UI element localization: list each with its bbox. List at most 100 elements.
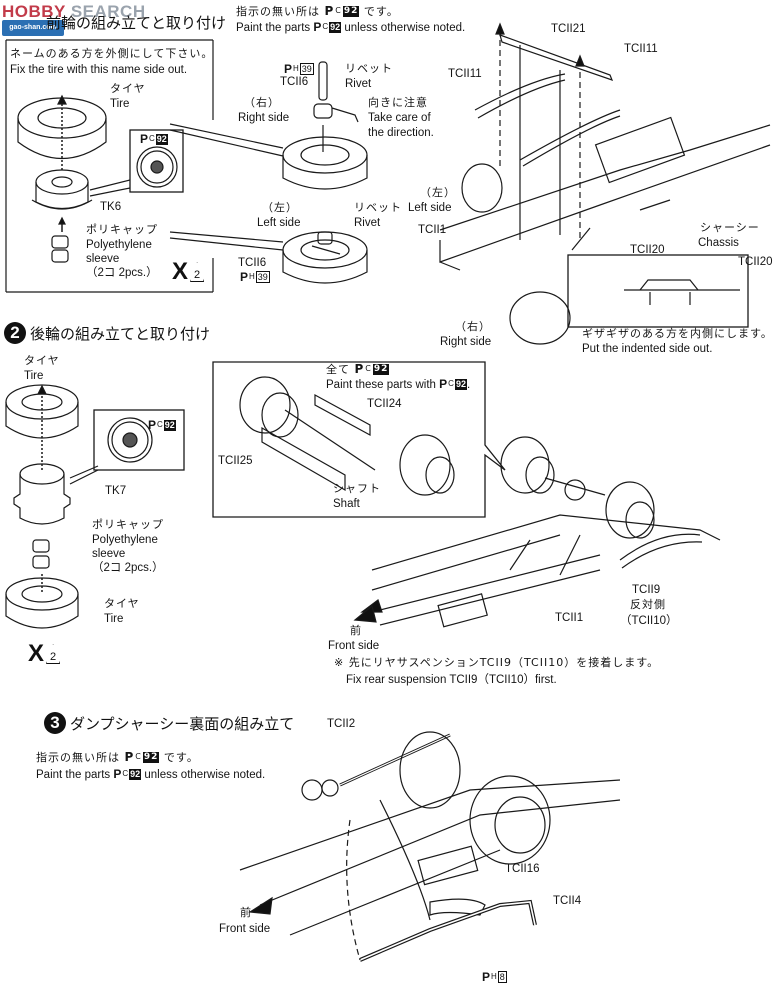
part-tk6: TK6 — [100, 201, 122, 213]
chassis-detail-inset — [567, 254, 749, 328]
part-tcii10: （TCII10） — [620, 615, 678, 627]
polycap-label-jp: ポリキャップ — [86, 223, 158, 236]
caution-en-1: Take care of — [368, 112, 431, 124]
front-en-2: Front side — [328, 640, 380, 652]
part-tcii25: TCII25 — [218, 455, 253, 467]
part-tcii9: TCII9 — [632, 584, 661, 596]
rear-polycap-jp: ポリキャップ — [92, 518, 164, 531]
chassis-detail-jp: シャーシー — [700, 221, 760, 234]
front-tire-illustration — [17, 94, 107, 170]
part-tcii1-rear: TCII1 — [555, 612, 584, 624]
polycap-qty: （2コ 2pcs.） — [86, 267, 158, 279]
chassis-right-en: Right side — [440, 336, 492, 348]
suspension-note-en: Fix rear suspension TCII9（TCII10）first. — [346, 674, 557, 686]
part-tcii16: TCII16 — [505, 863, 540, 875]
front-chassis-illustration — [439, 22, 771, 345]
chassis-left-jp: （左） — [420, 186, 456, 199]
polycap-label-en-1: Polyethylene — [86, 239, 152, 251]
part-tcii4: TCII4 — [553, 895, 582, 907]
rear-tire-bottom-illustration — [5, 574, 79, 629]
rear-tire-bottom-en: Tire — [104, 613, 124, 625]
part-tcii20-detail: TCII20 — [738, 256, 773, 268]
rivet-jp-right: リベット — [345, 62, 393, 75]
rear-tire-top-jp: タイヤ — [24, 354, 60, 367]
part-tk7: TK7 — [105, 485, 127, 497]
left-hub-illustration — [169, 231, 368, 284]
tire-label-en: Tire — [110, 98, 130, 110]
polycap-illustration — [51, 216, 69, 263]
part-tcii11-right: TCII11 — [624, 43, 658, 55]
chassis-right-jp: （右） — [455, 320, 491, 333]
rivet-en-right: Rivet — [345, 78, 372, 90]
opposite-side-jp: 反対側 — [630, 598, 666, 611]
rear-chassis-illustration — [353, 436, 721, 628]
right-hub-illustration — [169, 61, 368, 190]
rear-polycap-en-2: sleeve — [92, 548, 126, 560]
rear-wheel-detail-inset — [69, 409, 185, 485]
shaft-en: Shaft — [333, 498, 360, 510]
rear-tire-top-illustration — [5, 384, 79, 470]
left-side-jp: （左） — [262, 201, 298, 214]
rear-tire-top-en: Tire — [24, 370, 44, 382]
rear-wheel-tk7-illustration — [13, 463, 71, 525]
multiplier-x2: X 2 — [172, 258, 205, 286]
rear-axle-detail-box — [212, 361, 506, 518]
caution-jp: 向きに注意 — [368, 96, 428, 109]
triangle-count-icon: 2 — [46, 644, 61, 664]
section1-title: 前輪の組み立てと取り付け — [46, 14, 227, 32]
rear-polycap-illustration — [32, 539, 50, 569]
hobby-search-logo: HOBBY SEARCH — [2, 2, 146, 21]
left-side-en: Left side — [257, 217, 301, 229]
part-tcii20: TCII20 — [630, 244, 665, 256]
right-side-en: Right side — [238, 112, 290, 124]
rear-polycap-qty: （2コ 2pcs.） — [92, 562, 164, 574]
section3-heading: 3 ダンプシャーシー裏面の組み立て — [44, 712, 294, 734]
tire-label-jp: タイヤ — [110, 82, 146, 95]
section1-heading: 前輪の組み立てと取り付け — [46, 12, 226, 33]
indented-note-jp: ギザギザのある方を内側にします。 — [582, 327, 773, 340]
polycap-label-en-2: sleeve — [86, 253, 120, 265]
step-number-2: 2 — [4, 322, 26, 344]
rear-polycap-en-1: Polyethylene — [92, 534, 158, 546]
triangle-count-icon: 2 — [190, 262, 205, 282]
shaft-jp: シャフト — [333, 482, 381, 495]
rear-tire-bottom-jp: タイヤ — [104, 597, 140, 610]
wheel-detail-inset — [89, 129, 184, 197]
part-tcii11-left: TCII11 — [448, 68, 482, 80]
part-tcii1-front: TCII1 — [418, 224, 447, 236]
indented-note-en: Put the indented side out. — [582, 343, 713, 355]
watermark-badge: gao-shan.com — [2, 20, 64, 36]
suspension-note-jp: ※ 先にリヤサスペンションTCII9（TCII10）を接着します。 — [334, 656, 660, 669]
chassis-detail-en: Chassis — [698, 237, 739, 249]
rivet-en-left: Rivet — [354, 217, 381, 229]
front-jp-3: 前 — [240, 906, 252, 919]
front-en-3: Front side — [219, 923, 271, 935]
caution-en-2: the direction. — [368, 127, 434, 139]
step-number-3: 3 — [44, 712, 66, 734]
section2-title: 後輪の組み立てと取り付け — [30, 324, 211, 343]
tire-name-note-jp: ネームのある方を外側にして下さい。 — [10, 47, 214, 60]
multiplier-x2-rear: X 2 — [28, 640, 61, 668]
section1-box-outline — [5, 39, 214, 293]
